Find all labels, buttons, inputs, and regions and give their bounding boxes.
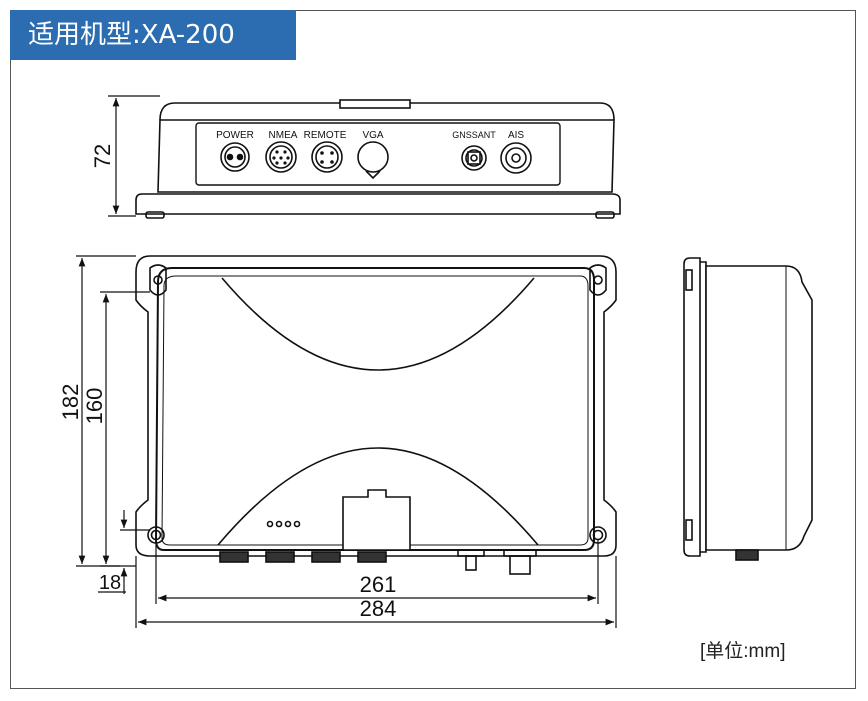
dim-height-label: 72 (90, 144, 115, 168)
side-view (683, 257, 813, 561)
port-label-remote: REMOTE (304, 130, 347, 141)
port-label-power: POWER (216, 130, 254, 141)
top-view (135, 255, 617, 575)
dim-inner-width-label: 261 (360, 572, 397, 597)
dim-inner-depth (100, 291, 150, 567)
port-label-gnssant: GNSSANT (452, 130, 496, 140)
port-label-nmea: NMEA (269, 130, 298, 141)
dim-height (108, 95, 160, 217)
port-labels: POWER NMEA REMOTE VGA GNSSANT AIS (216, 130, 524, 141)
dim-total-depth-label: 182 (58, 384, 83, 421)
model-title: 适用机型:XA-200 (10, 10, 296, 60)
dim-total-width-label: 284 (360, 596, 397, 621)
port-label-vga: VGA (362, 130, 383, 141)
dim-offset-label: 18 (99, 572, 121, 594)
port-label-ais: AIS (508, 130, 524, 141)
dim-total-width (135, 556, 617, 628)
dim-offset (98, 510, 150, 594)
dim-inner-depth-label: 160 (82, 388, 107, 425)
dim-inner-width (155, 540, 599, 604)
front-view (135, 99, 621, 219)
unit-label: [单位:mm] (700, 641, 786, 662)
